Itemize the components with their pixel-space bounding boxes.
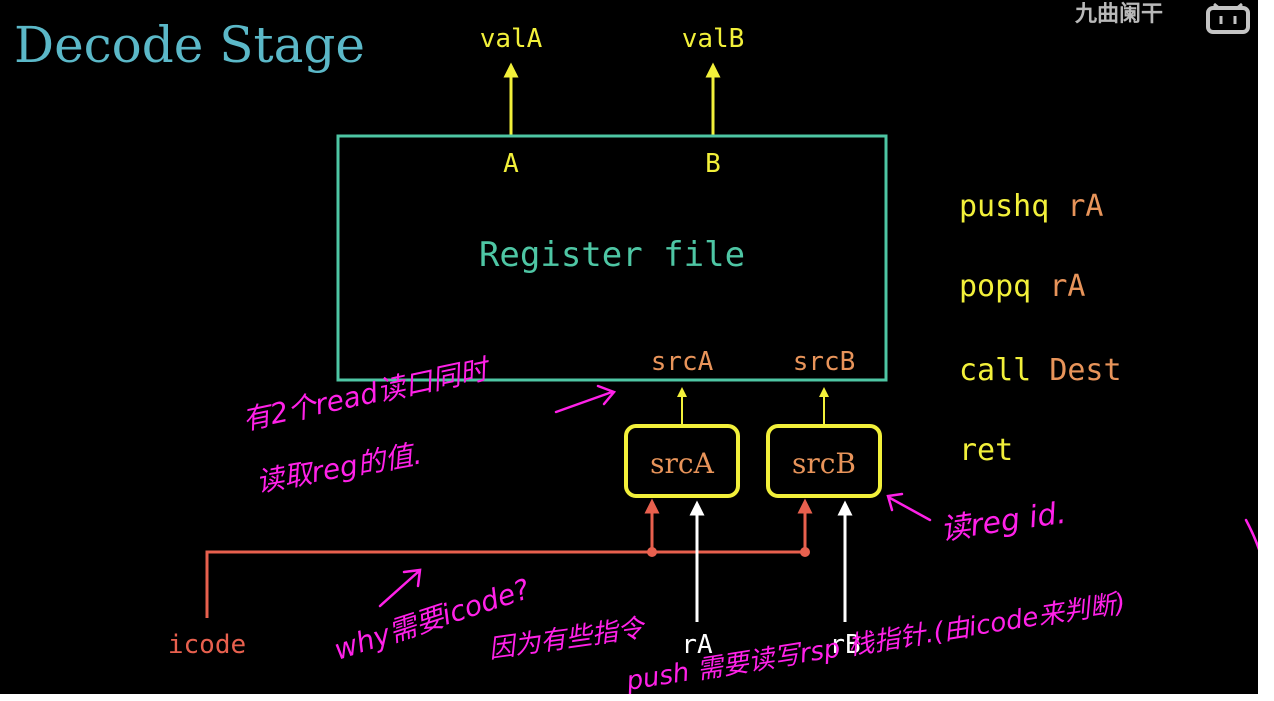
register-file-box (336, 134, 888, 382)
instruction-arg: rA (1049, 269, 1085, 304)
output-vala-label: valA (480, 24, 543, 54)
decode-stage-canvas: Decode Stage 九曲阑干 valA valB A B Register… (0, 0, 1258, 694)
page-title: Decode Stage (14, 16, 365, 74)
instruction-arg: rA (1067, 189, 1103, 224)
instruction-op: popq (959, 269, 1031, 304)
instruction-ret: ret (959, 433, 1013, 468)
annotation-read-ports-line2: 读取reg的值. (253, 437, 424, 499)
annotation-reg-id: 读reg id. (938, 496, 1068, 548)
annotation-arrow-to-srca (554, 384, 617, 414)
instruction-op: pushq (959, 189, 1049, 224)
annotation-bracket (1244, 518, 1258, 551)
register-file-label: Register file (479, 235, 745, 275)
annotation-reason-line1: 因为有些指令 (487, 613, 649, 665)
output-valb-label: valB (682, 24, 745, 54)
instruction-call: call Dest (959, 353, 1122, 388)
register-file-port-b: B (705, 149, 721, 179)
annotation-read-ports-line1: 有2个read读口同时 (240, 352, 495, 437)
annotation-arrow-to-srcb-block (886, 492, 932, 522)
register-file-srca-port: srcA (651, 347, 714, 377)
instruction-op: ret (959, 433, 1013, 468)
register-file-srcb-port: srcB (793, 347, 856, 377)
icode-label: icode (168, 630, 246, 660)
ra-label: rA (681, 630, 713, 660)
srcb-logic-label: srcB (792, 447, 856, 480)
decode-stage-diagram: Decode Stage 九曲阑干 valA valB A B Register… (14, 1, 1258, 694)
annotation-arrow-to-icode-wire (378, 568, 422, 608)
srca-logic-block (624, 424, 740, 498)
srcb-logic-block (766, 424, 882, 498)
icode-wire (205, 550, 805, 618)
instruction-op: call (959, 353, 1031, 388)
instruction-pushq: pushq rA (959, 189, 1104, 224)
bilibili-logo-icon (1206, 2, 1250, 34)
icode-junction-srcb (800, 547, 810, 557)
watermark-text: 九曲阑干 (1074, 1, 1163, 27)
register-file-port-a: A (503, 149, 519, 179)
rb-label: rB (829, 630, 860, 660)
instruction-list: pushq rA popq rA call Dest ret (959, 189, 1122, 468)
instruction-popq: popq rA (959, 269, 1085, 304)
srca-logic-label: srcA (650, 447, 714, 480)
icode-junction-srca (647, 547, 657, 557)
instruction-arg: Dest (1049, 353, 1121, 388)
annotation-strokes (378, 384, 1258, 608)
